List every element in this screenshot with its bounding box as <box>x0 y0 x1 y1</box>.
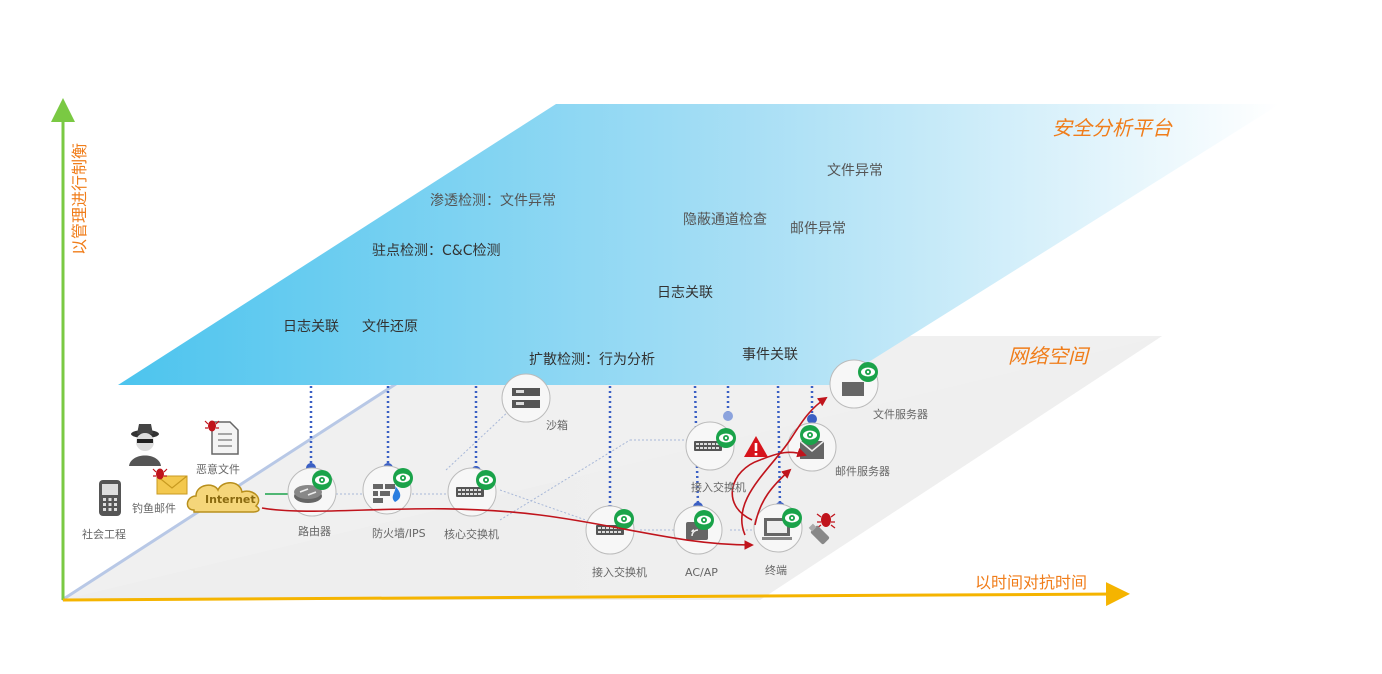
x-axis <box>62 582 1130 607</box>
monitor-eye-icon <box>312 470 332 490</box>
phone-icon <box>99 480 121 516</box>
label-ap: AC/AP <box>685 566 718 579</box>
label-mail-server: 邮件服务器 <box>835 465 890 478</box>
monitor-eye-icon <box>858 362 878 382</box>
file-server-node[interactable] <box>829 359 879 409</box>
flame-icon <box>392 486 401 502</box>
analysis-item-spread: 扩散检测：行为分析 <box>529 352 655 368</box>
firewall-node[interactable] <box>362 465 413 515</box>
label-access-switch-1: 接入交换机 <box>592 565 647 579</box>
access-switch-node-2[interactable] <box>685 421 736 471</box>
attack-path <box>261 396 828 550</box>
analysis-item-event-correlation: 事件关联 <box>742 347 798 363</box>
analysis-item-log-correlation-1: 日志关联 <box>283 319 339 335</box>
mail-server-node[interactable] <box>787 422 837 472</box>
security-platform-plane <box>118 104 1280 385</box>
document-icon <box>211 421 239 455</box>
analysis-item-covert-channel: 隐蔽通道检查 <box>683 212 767 228</box>
ap-node[interactable] <box>673 505 723 555</box>
monitor-eye-icon <box>800 425 820 445</box>
label-social: 社会工程 <box>82 527 126 541</box>
y-axis-label: 以管理进行制衡 <box>70 143 89 255</box>
monitor-eye-icon <box>614 509 634 529</box>
label-malware: 恶意文件 <box>196 462 240 476</box>
sandbox-node[interactable] <box>501 373 551 423</box>
bug-icon <box>204 420 220 432</box>
network-plane-body <box>62 336 1162 600</box>
monitor-eye-icon <box>782 508 802 528</box>
router-node[interactable] <box>287 467 337 517</box>
network-title: 网络空间 <box>1008 344 1091 368</box>
analysis-item-mail-anomaly: 邮件异常 <box>790 221 846 237</box>
monitor-eye-icon <box>393 468 413 488</box>
label-terminal: 终端 <box>765 563 787 577</box>
network-links <box>336 409 760 531</box>
label-core-switch: 核心交换机 <box>444 527 499 541</box>
analysis-item-log-correlation-2: 日志关联 <box>657 285 713 301</box>
analysis-item-penetration: 渗透检测：文件异常 <box>430 193 556 209</box>
hacker-icon <box>129 424 161 466</box>
bug-icon <box>152 468 168 480</box>
monitor-eye-icon <box>476 470 496 490</box>
core-switch-node[interactable] <box>447 467 497 517</box>
label-phishing: 钓鱼邮件 <box>132 501 176 515</box>
analysis-item-file-anomaly: 文件异常 <box>827 163 883 179</box>
analysis-item-file-restore: 文件还原 <box>362 319 418 335</box>
label-file-server: 文件服务器 <box>873 407 928 421</box>
terminal-node[interactable] <box>753 503 803 553</box>
monitor-eye-icon <box>716 428 736 448</box>
warning-icon <box>744 436 768 457</box>
bug-icon <box>816 513 836 529</box>
envelope-icon <box>156 475 188 495</box>
analysis-item-foothold: 驻点检测：C&C检测 <box>372 243 500 259</box>
label-sandbox: 沙箱 <box>546 418 568 432</box>
x-axis-label: 以时间对抗时间 <box>975 573 1087 592</box>
platform-title: 安全分析平台 <box>1052 116 1173 140</box>
label-firewall: 防火墙/IPS <box>372 526 426 540</box>
access-switch-node-1[interactable] <box>585 505 635 555</box>
label-internet: Internet <box>205 493 256 506</box>
label-router: 路由器 <box>298 524 331 538</box>
internet-cloud-icon <box>186 482 260 513</box>
monitor-eye-icon <box>694 510 714 530</box>
label-access-switch-2: 接入交换机 <box>691 480 746 494</box>
usb-drive-icon <box>808 523 830 545</box>
